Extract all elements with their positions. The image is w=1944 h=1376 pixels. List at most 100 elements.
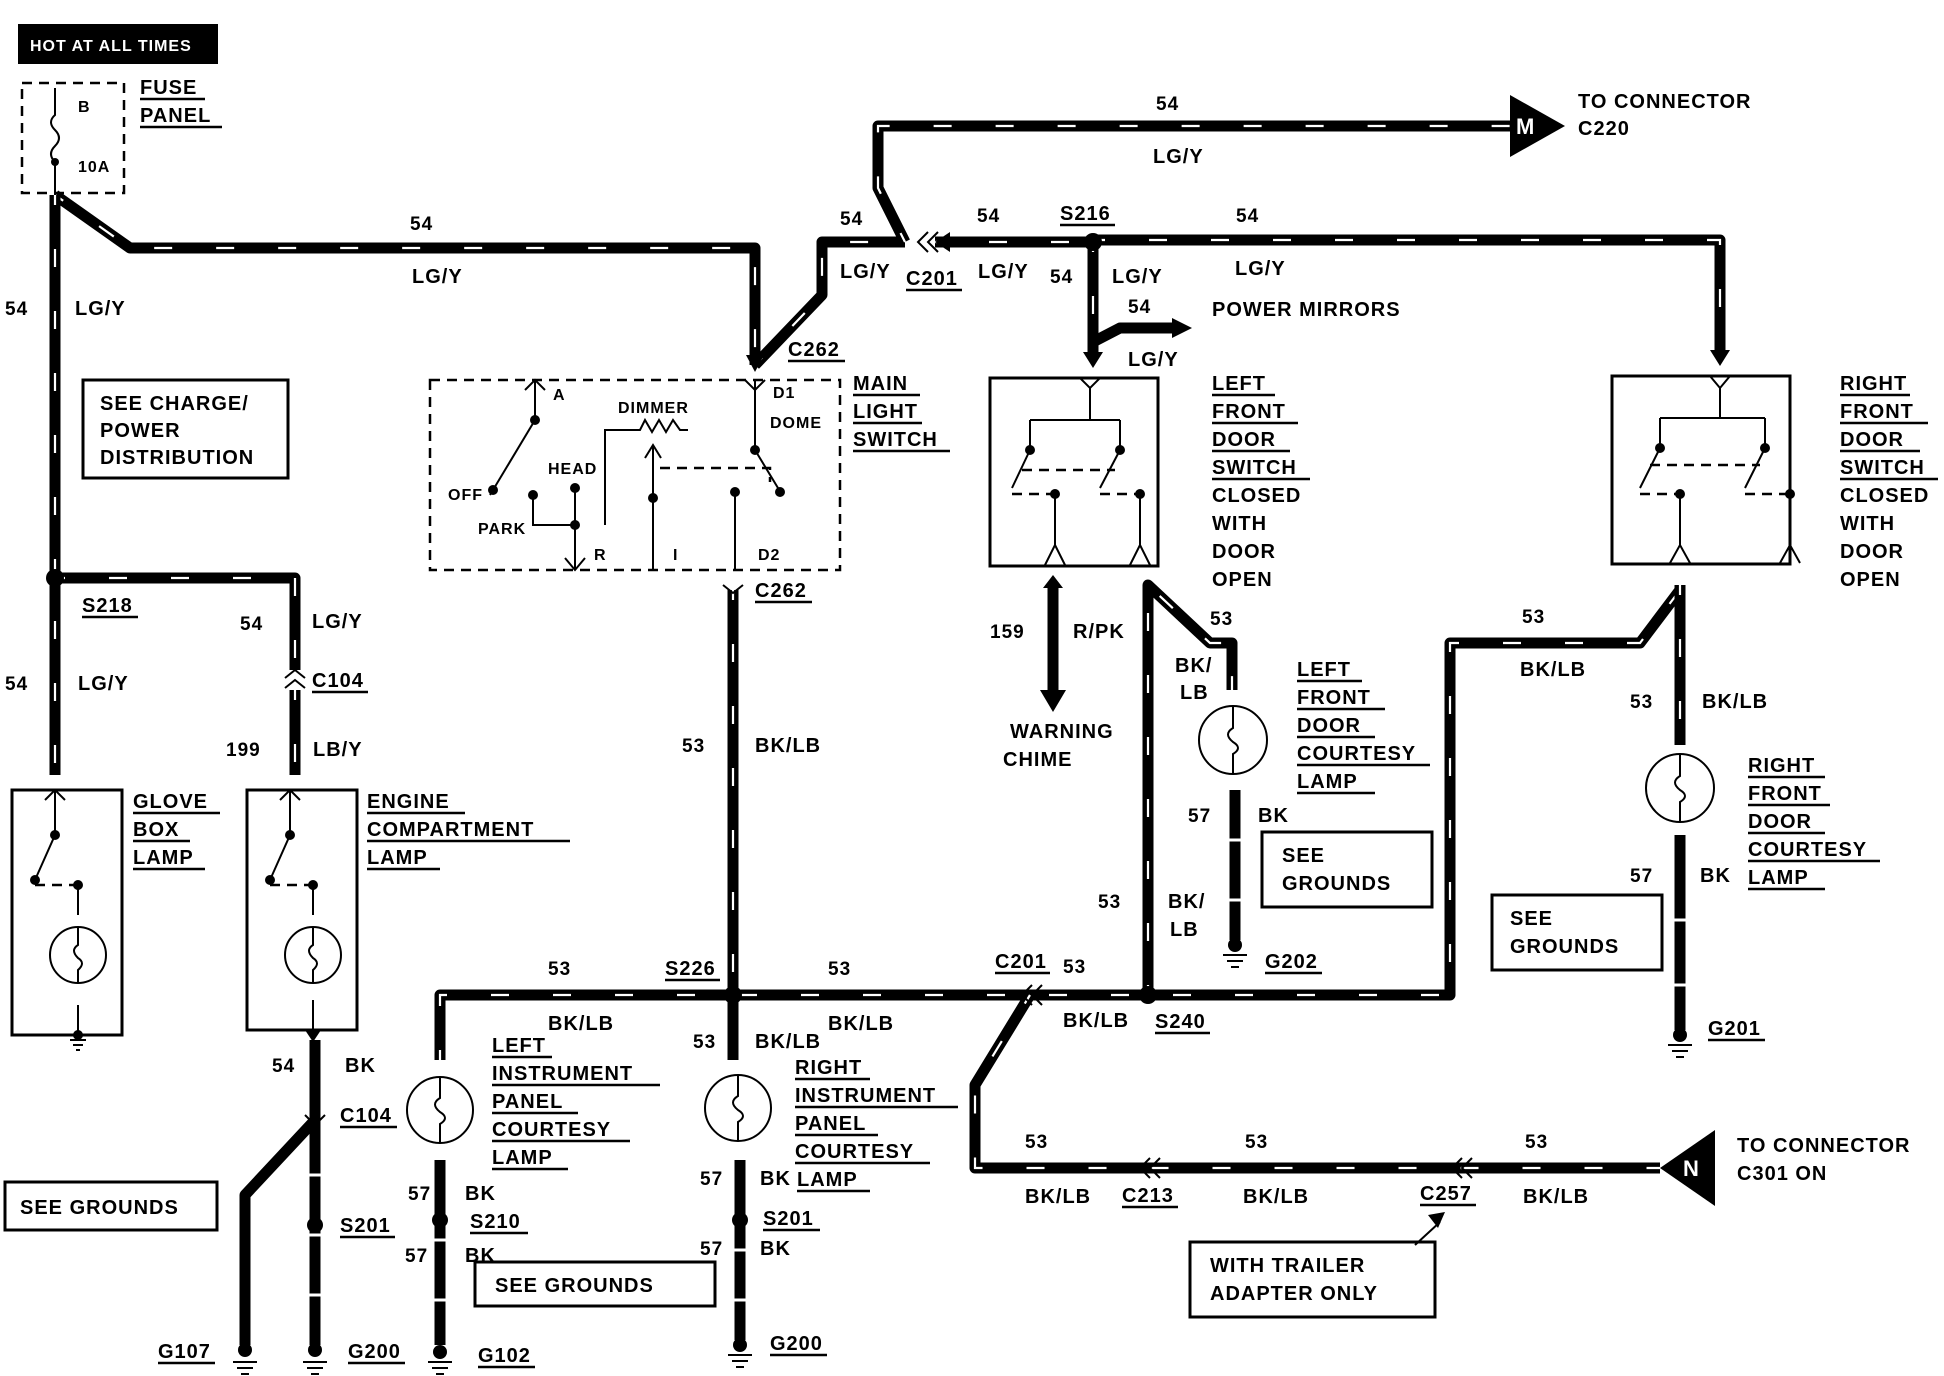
svg-text:LAMP: LAMP <box>492 1147 553 1169</box>
svg-text:OFF: OFF <box>448 487 483 504</box>
svg-text:WITH: WITH <box>1212 513 1267 535</box>
svg-text:53: 53 <box>1245 1132 1268 1153</box>
ground-g201-symbol <box>1668 1028 1692 1058</box>
svg-text:CLOSED: CLOSED <box>1212 485 1301 507</box>
ref-g102: G102 <box>478 1345 531 1367</box>
svg-text:53: 53 <box>1525 1132 1548 1153</box>
svg-text:LB: LB <box>1180 682 1209 704</box>
ground-g102-symbol <box>428 1345 452 1375</box>
arrow-to-s216 <box>935 232 950 252</box>
svg-text:BOX: BOX <box>133 819 179 841</box>
ref-g107: G107 <box>158 1341 211 1363</box>
svg-text:BK/LB: BK/LB <box>1520 659 1586 681</box>
see-grounds-box-rf <box>1490 893 1664 972</box>
arrows <box>746 232 1730 1228</box>
ground-g107-symbol <box>233 1343 257 1375</box>
connector-c201-top <box>916 231 939 253</box>
svg-text:SWITCH: SWITCH <box>1840 457 1925 479</box>
ref-s226: S226 <box>665 958 716 980</box>
connector-n-letter: N <box>1683 1156 1700 1181</box>
svg-text:PANEL: PANEL <box>492 1091 563 1113</box>
svg-text:R: R <box>594 547 607 564</box>
svg-text:FRONT: FRONT <box>1840 401 1914 423</box>
see-charge-box <box>81 378 290 480</box>
svg-text:57: 57 <box>700 1169 723 1190</box>
arrow-power-mirrors <box>1172 318 1192 338</box>
svg-text:LAMP: LAMP <box>797 1169 858 1191</box>
engine-compartment-lamp-assembly <box>245 788 359 1042</box>
svg-text:FRONT: FRONT <box>1212 401 1286 423</box>
arrow-rf-switch-in <box>1710 350 1730 366</box>
svg-text:54: 54 <box>1050 267 1073 288</box>
svg-text:CHIME: CHIME <box>1003 749 1072 771</box>
main-light-switch: A D1 DOME DIMMER OFF HEAD PARK R I D2 <box>428 378 842 572</box>
svg-text:ADAPTER ONLY: ADAPTER ONLY <box>1210 1283 1378 1305</box>
lamp-right-front-door-courtesy <box>1645 753 1715 823</box>
right-front-door-switch <box>1610 374 1801 566</box>
svg-text:LEFT: LEFT <box>1212 373 1266 395</box>
svg-text:LG/Y: LG/Y <box>1128 349 1179 371</box>
svg-text:LEFT: LEFT <box>1297 659 1351 681</box>
svg-text:BK: BK <box>1258 805 1289 827</box>
svg-text:LG/Y: LG/Y <box>978 261 1029 283</box>
svg-text:LB: LB <box>1170 919 1199 941</box>
fuse-panel-label-2: PANEL <box>140 105 211 127</box>
connector-c104-top <box>284 668 306 689</box>
svg-text:199: 199 <box>226 740 261 761</box>
svg-text:DOOR: DOOR <box>1212 429 1276 451</box>
svg-text:OPEN: OPEN <box>1212 569 1273 591</box>
arrow-c262-in <box>746 355 764 372</box>
svg-text:SEE: SEE <box>1282 845 1325 867</box>
splice-s216 <box>1084 233 1102 251</box>
svg-text:54: 54 <box>410 214 433 235</box>
wire-54-power-mirrors <box>1090 322 1175 347</box>
svg-text:SEE: SEE <box>1510 908 1553 930</box>
svg-text:POWER: POWER <box>100 420 181 442</box>
svg-text:D2: D2 <box>758 547 780 564</box>
connector-marks <box>284 231 1473 1179</box>
svg-text:53: 53 <box>548 959 571 980</box>
svg-text:LEFT: LEFT <box>492 1035 546 1057</box>
ref-s240: S240 <box>1155 1011 1206 1033</box>
svg-text:57: 57 <box>405 1246 428 1267</box>
svg-text:57: 57 <box>408 1184 431 1205</box>
svg-text:57: 57 <box>1630 866 1653 887</box>
svg-text:53: 53 <box>693 1032 716 1053</box>
svg-text:BK/LB: BK/LB <box>1523 1186 1589 1208</box>
svg-text:54: 54 <box>840 209 863 230</box>
svg-text:LAMP: LAMP <box>1748 867 1809 889</box>
trailer-adapter-box <box>1188 1240 1437 1319</box>
ref-s210: S210 <box>470 1211 521 1233</box>
svg-text:HEAD: HEAD <box>548 461 597 478</box>
arrow-lf-switch-in <box>1083 352 1103 368</box>
wire-54-to-connector-m <box>872 120 1510 245</box>
svg-text:WITH TRAILER: WITH TRAILER <box>1210 1255 1365 1277</box>
svg-text:54: 54 <box>240 614 263 635</box>
svg-text:FRONT: FRONT <box>1297 687 1371 709</box>
splice-s226 <box>724 986 742 1004</box>
svg-text:PANEL: PANEL <box>795 1113 866 1135</box>
svg-text:BK/LB: BK/LB <box>1702 691 1768 713</box>
svg-text:FRONT: FRONT <box>1748 783 1822 805</box>
svg-text:COURTESY: COURTESY <box>795 1141 914 1163</box>
arrow-trailer-note <box>1428 1212 1445 1228</box>
ref-g201: G201 <box>1708 1018 1761 1040</box>
svg-text:BK/LB: BK/LB <box>1025 1186 1091 1208</box>
svg-text:57: 57 <box>700 1239 723 1260</box>
ref-c257: C257 <box>1420 1183 1472 1205</box>
svg-text:LAMP: LAMP <box>1297 771 1358 793</box>
ref-g202: G202 <box>1265 951 1318 973</box>
svg-text:53: 53 <box>1210 609 1233 630</box>
svg-text:BK/LB: BK/LB <box>1243 1186 1309 1208</box>
svg-text:TO CONNECTOR: TO CONNECTOR <box>1578 91 1752 113</box>
component-labels: TO CONNECTOR C220 POWER MIRRORS WARNING … <box>133 91 1938 1193</box>
ref-g200-left: G200 <box>348 1341 401 1363</box>
svg-text:TO CONNECTOR: TO CONNECTOR <box>1737 1135 1911 1157</box>
svg-text:LG/Y: LG/Y <box>1235 258 1286 280</box>
wire-53-horizontal-bus <box>434 586 1685 1060</box>
svg-text:GROUNDS: GROUNDS <box>1510 936 1619 958</box>
arrow-warning-chime-up <box>1043 575 1063 588</box>
ref-c262-bottom: C262 <box>755 580 807 602</box>
hot-at-all-times-label: HOT AT ALL TIMES <box>30 38 192 55</box>
